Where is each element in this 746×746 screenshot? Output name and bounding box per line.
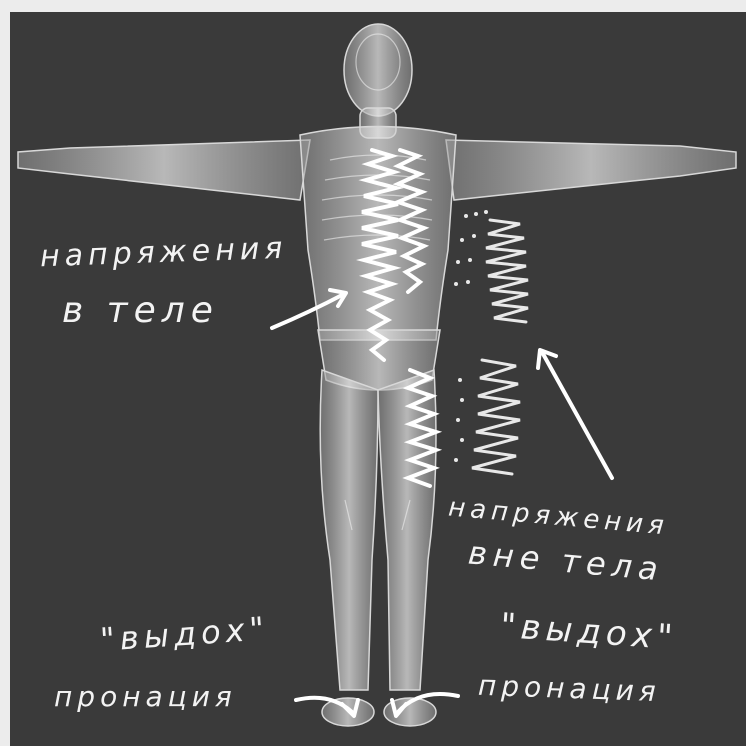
outside-tension-dots: [454, 210, 488, 462]
arrow-to-outside-icon: [542, 352, 612, 478]
tension-inside-location-label: в теле: [62, 290, 219, 331]
pronation-left-label: пронация: [54, 680, 237, 713]
outside-tension-scribbles: [472, 220, 528, 474]
pronation-right-label: пронация: [477, 669, 661, 708]
